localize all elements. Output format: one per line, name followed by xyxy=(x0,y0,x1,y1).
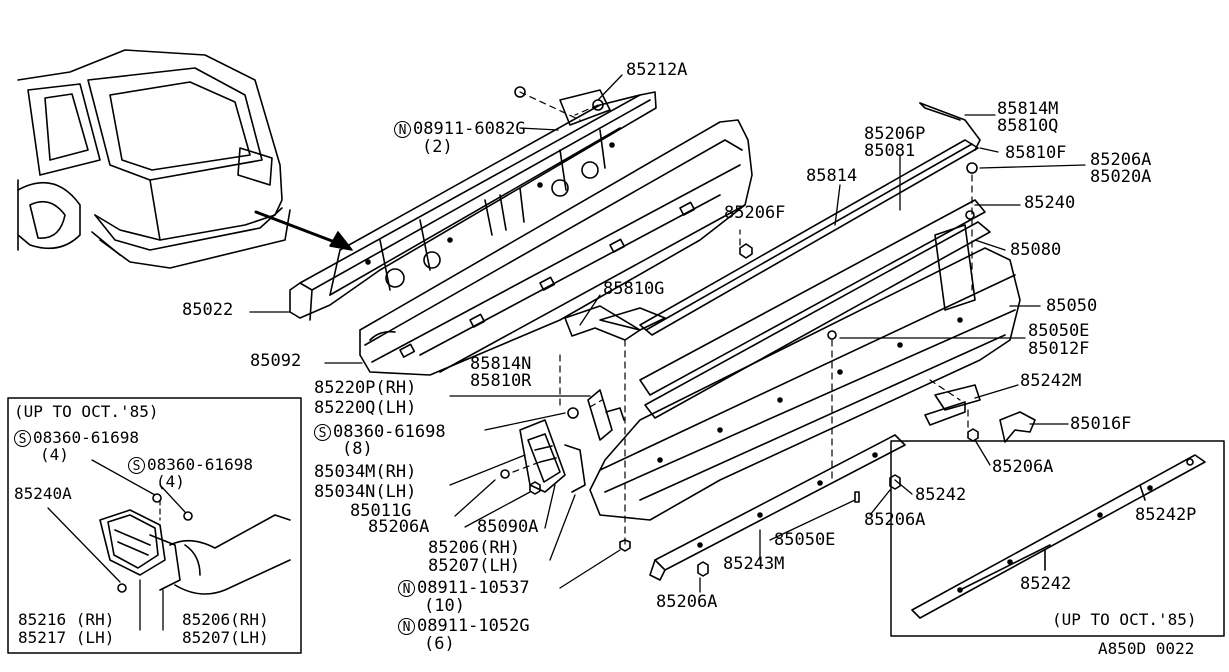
label-85020A: 85020A xyxy=(1090,167,1152,187)
label-85220Q: 85220Q(LH) xyxy=(314,398,417,418)
label-85012F: 85012F xyxy=(1028,339,1090,359)
label-85242-center: 85242 xyxy=(915,485,967,505)
label-85050E-bottom: 85050E xyxy=(774,530,836,550)
moulding-strips xyxy=(599,102,981,336)
inset-right-title: (UP TO OCT.'85) xyxy=(1052,610,1197,629)
part-number: 08911-1052G xyxy=(417,616,530,636)
label-inset-85242: 85242 xyxy=(1020,574,1072,594)
label-85080: 85080 xyxy=(1010,240,1062,260)
part-number: 08360-61698 xyxy=(33,428,139,447)
fasteners xyxy=(500,86,979,577)
bracket-85220 xyxy=(587,389,625,441)
label-85814N: 85814N xyxy=(470,354,532,374)
part-number: 08360-61698 xyxy=(333,422,446,442)
left-inset-box xyxy=(7,397,302,654)
qty-08911-1052G: (6) xyxy=(424,634,455,654)
label-85206A-rb: 85206A xyxy=(864,510,926,530)
part-number: 08911-10537 xyxy=(417,578,530,598)
label-85034N: 85034N(LH) xyxy=(314,482,417,502)
label-85810Q: 85810Q xyxy=(997,116,1059,136)
label-85050: 85050 xyxy=(1046,296,1098,316)
label-85212A: 85212A xyxy=(626,60,688,80)
label-85810F: 85810F xyxy=(1005,143,1067,163)
label-85206P: 85206P xyxy=(864,124,926,144)
circled-n-symbol: N xyxy=(394,121,411,138)
qty-inset-s2: (4) xyxy=(156,472,185,491)
label-85081: 85081 xyxy=(864,141,916,161)
qty-08911-10537: (10) xyxy=(424,596,465,616)
label-85206A-center: 85206A xyxy=(368,517,430,537)
diagram-code: A850D 0022 xyxy=(1098,639,1195,658)
label-85810R: 85810R xyxy=(470,371,532,391)
right-inset-box xyxy=(890,440,1225,637)
bracket-85242M xyxy=(924,384,981,426)
car-rear-illustration xyxy=(17,49,291,269)
label-85242M: 85242M xyxy=(1020,371,1082,391)
bumper-cover-85092 xyxy=(359,119,753,376)
label-inset-85207: 85207(LH) xyxy=(182,628,269,647)
circled-s-symbol: S xyxy=(14,430,31,447)
label-85814: 85814 xyxy=(806,166,858,186)
label-85207LH: 85207(LH) xyxy=(428,556,521,576)
label-inset-85240A: 85240A xyxy=(14,484,72,503)
clip-85016F xyxy=(999,411,1036,443)
label-85206F: 85206F xyxy=(724,203,786,223)
label-85810G: 85810G xyxy=(603,279,665,299)
label-85050E: 85050E xyxy=(1028,321,1090,341)
circled-s-symbol: S xyxy=(128,457,145,474)
label-inset-85242P: 85242P xyxy=(1135,505,1197,525)
qty-08360-61698-c: (8) xyxy=(342,439,373,459)
circled-s-symbol: S xyxy=(314,424,331,441)
label-85011G: 85011G xyxy=(350,501,412,521)
label-inset-85217: 85217 (LH) xyxy=(18,628,115,647)
leader-lines xyxy=(249,74,1086,593)
label-85220P: 85220P(RH) xyxy=(314,378,417,398)
label-85206A-right: 85206A xyxy=(992,457,1054,477)
reinforcement-85243M xyxy=(649,434,906,581)
side-piece-85034 xyxy=(519,419,586,493)
label-85240: 85240 xyxy=(1024,193,1076,213)
label-85090A: 85090A xyxy=(477,517,539,537)
label-85206A-bottom: 85206A xyxy=(656,592,718,612)
label-85016F: 85016F xyxy=(1070,414,1132,434)
label-85022: 85022 xyxy=(182,300,234,320)
label-85206A-top: 85206A xyxy=(1090,150,1152,170)
part-number: 08911-6082G xyxy=(413,119,526,139)
label-85206RH: 85206(RH) xyxy=(428,538,521,558)
circled-n-symbol: N xyxy=(398,618,415,635)
qty-inset-s1: (4) xyxy=(40,445,69,464)
label-inset-85216: 85216 (RH) xyxy=(18,610,115,629)
reinforcement-85022 xyxy=(289,89,657,321)
label-85814M: 85814M xyxy=(997,99,1059,119)
qty-08911-6082G: (2) xyxy=(422,137,453,157)
bumper-85050 xyxy=(589,199,1021,521)
part-number: 08360-61698 xyxy=(147,455,253,474)
label-85243M: 85243M xyxy=(723,554,785,574)
label-85092: 85092 xyxy=(250,351,302,371)
label-inset-85206: 85206(RH) xyxy=(182,610,269,629)
label-85034M: 85034M(RH) xyxy=(314,462,417,482)
circled-n-symbol: N xyxy=(398,580,415,597)
alignment-lines xyxy=(512,91,973,546)
inset-left-title: (UP TO OCT.'85) xyxy=(14,402,159,421)
